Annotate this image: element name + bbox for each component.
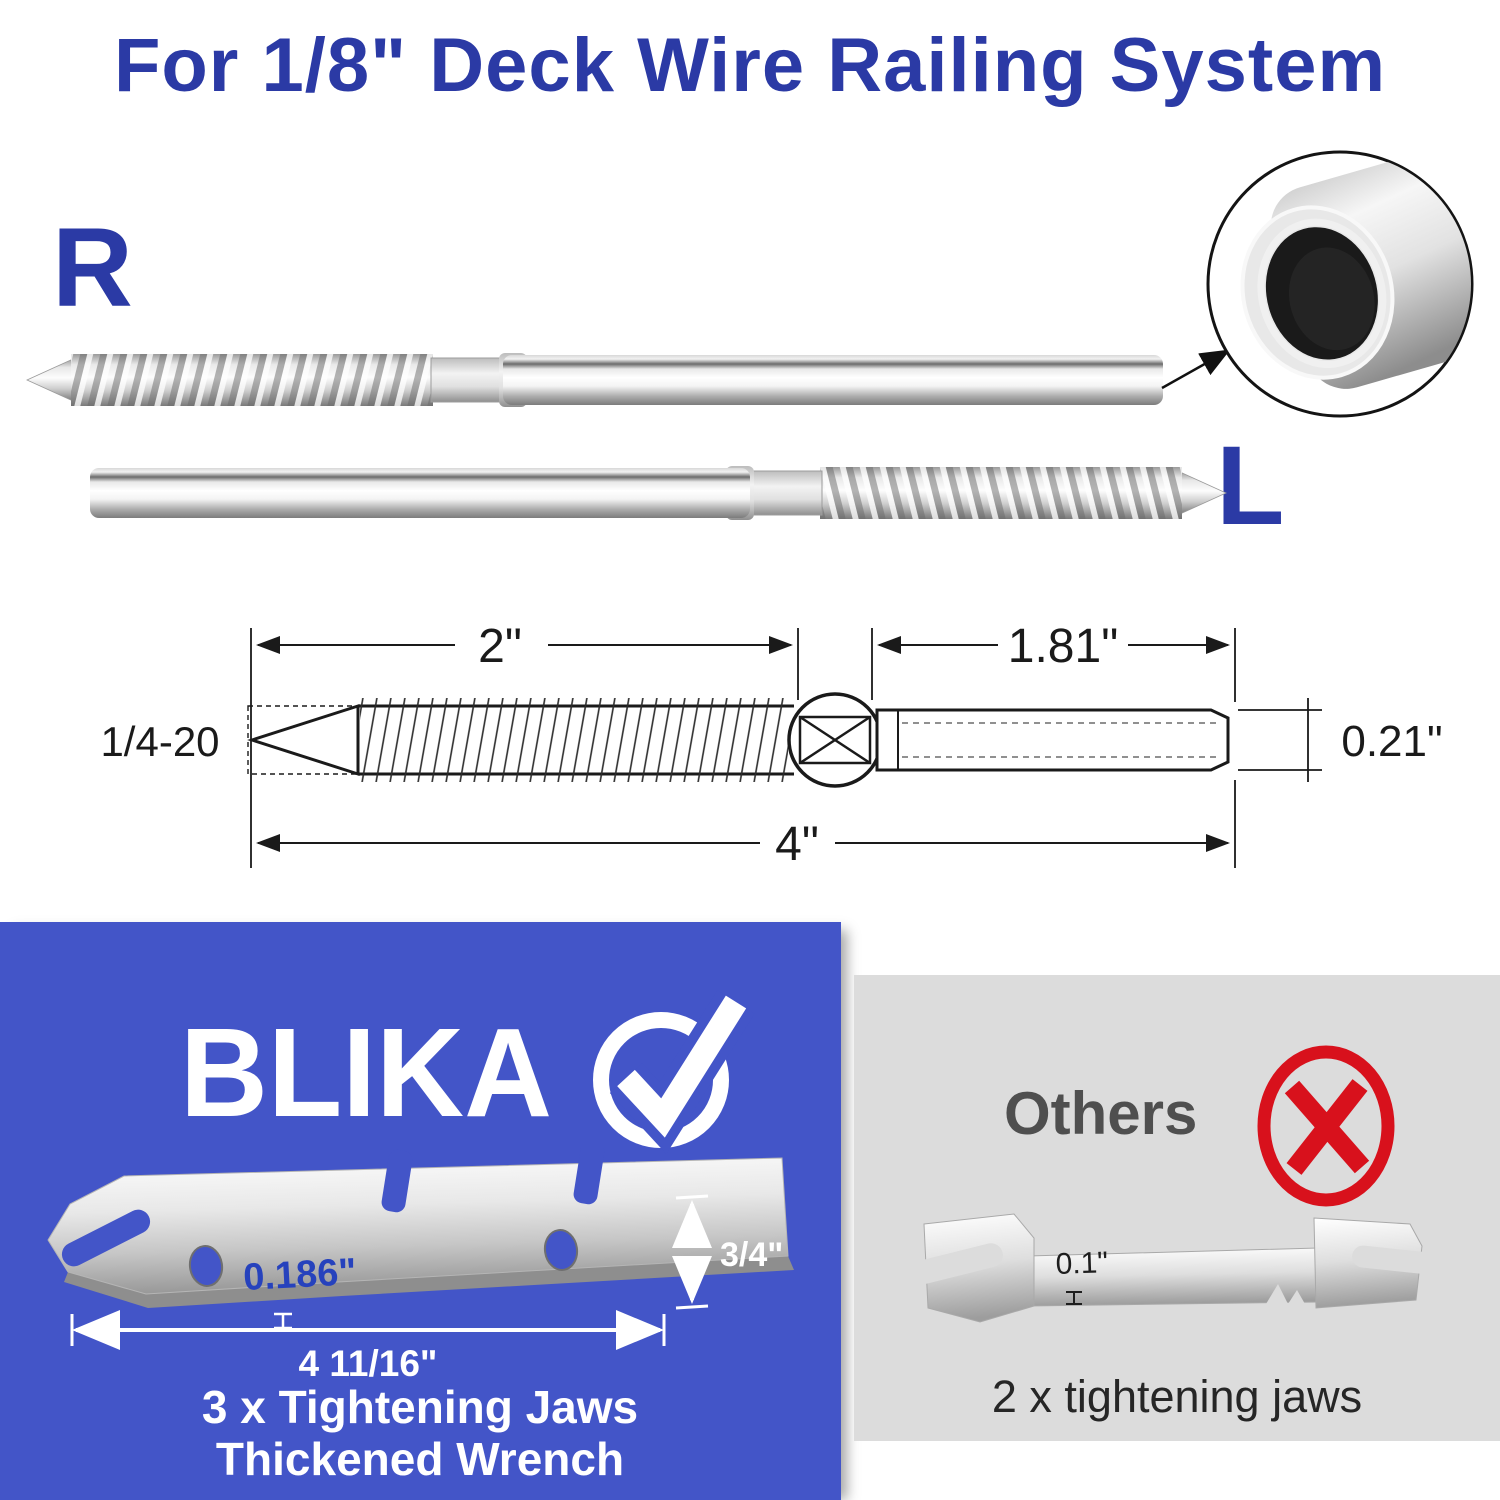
brand-panel: BLIKA 0.18 bbox=[0, 922, 841, 1500]
brand-wrench-width-dim: 3/4" bbox=[672, 1194, 783, 1310]
brand-wrench-length: 4 11/16" bbox=[299, 1343, 438, 1384]
screw-photos bbox=[26, 349, 1231, 521]
others-wrench-thickness: 0.1" bbox=[1055, 1246, 1108, 1281]
zoom-inset-circle bbox=[1206, 150, 1474, 418]
brand-logo: BLIKA bbox=[180, 990, 755, 1155]
dim-diameter-lines bbox=[1238, 698, 1322, 782]
others-label: Others bbox=[1004, 1080, 1198, 1147]
thickness-tick-icon bbox=[274, 1312, 292, 1330]
dim-shaft-diameter: 0.21" bbox=[1341, 717, 1442, 766]
others-caption: 2 x tightening jaws bbox=[991, 1371, 1363, 1422]
dim-shaft-length: 1.81" bbox=[1008, 620, 1118, 673]
others-wrench-image: 0.1" bbox=[916, 1213, 1431, 1323]
left-thread-label: L bbox=[1216, 423, 1285, 548]
check-circle-icon bbox=[593, 990, 755, 1155]
screw-photo-right bbox=[26, 352, 1164, 408]
page-title: For 1/8" Deck Wire Railing System bbox=[113, 23, 1387, 108]
callout-arrow-icon bbox=[1161, 349, 1231, 390]
dim-overall-length: 4" bbox=[775, 818, 819, 871]
dim-thread-length: 2" bbox=[478, 620, 522, 673]
cross-circle-icon bbox=[1257, 1045, 1395, 1207]
brand-wrench-thickness: 0.186" bbox=[242, 1251, 357, 1299]
tube-end-photo bbox=[1240, 153, 1471, 389]
brand-caption-line2: Thickened Wrench bbox=[215, 1433, 625, 1485]
brand-wrench-width: 3/4" bbox=[720, 1236, 783, 1274]
brand-wrench-image: 0.186" 3/4" 4 11/16" bbox=[47, 1148, 794, 1384]
others-panel: Others 0.1" bbox=[854, 975, 1500, 1441]
dim-thread-spec: 1/4-20 bbox=[100, 718, 219, 765]
brand-caption-line1: 3 x Tightening Jaws bbox=[201, 1381, 639, 1433]
screw-photo-left bbox=[89, 465, 1227, 521]
part-outline bbox=[247, 692, 1230, 788]
brand-wrench-length-dim: 4 11/16" bbox=[70, 1310, 666, 1384]
brand-logo-text: BLIKA bbox=[180, 1002, 552, 1143]
technical-drawing: 2" 1.81" 1/4-20 bbox=[100, 620, 1442, 871]
right-thread-label: R bbox=[52, 205, 133, 330]
thickness-tick-icon bbox=[1066, 1291, 1082, 1305]
extension-lines bbox=[250, 628, 1236, 868]
